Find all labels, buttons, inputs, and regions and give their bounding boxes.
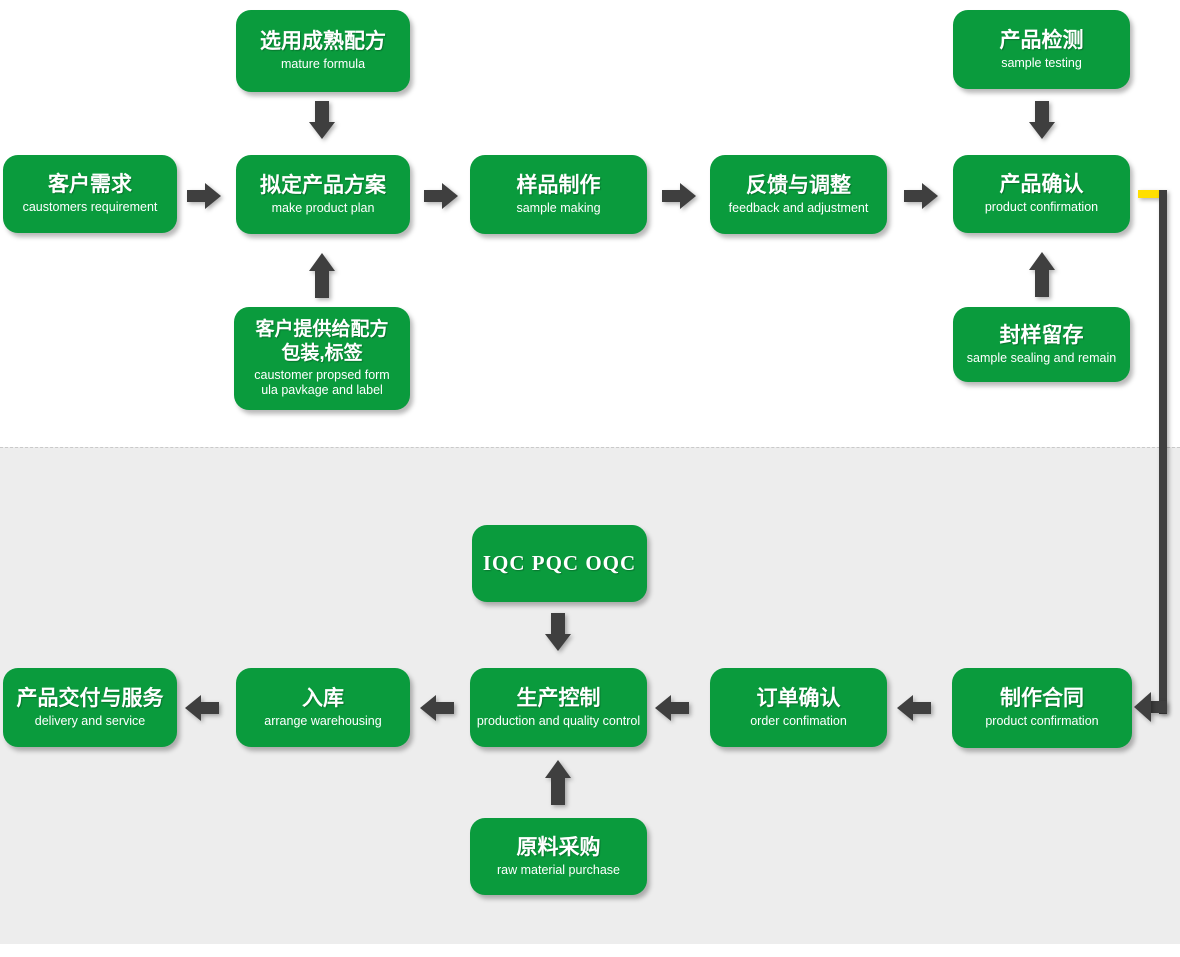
- node-title: 制作合同: [1000, 687, 1084, 711]
- node-make-contract: 制作合同 product confirmation: [952, 668, 1132, 748]
- node-title: 客户需求: [48, 173, 132, 197]
- node-title: 产品交付与服务: [16, 686, 164, 710]
- node-subtitle-line2: ula pavkage and label: [261, 383, 383, 398]
- node-sample-making: 样品制作 sample making: [470, 155, 647, 234]
- node-title-line2: 包装,标签: [281, 342, 363, 364]
- node-title: 产品检测: [999, 28, 1084, 52]
- node-customer-requirement: 客户需求 caustomers requirement: [3, 155, 177, 233]
- node-subtitle: feedback and adjustment: [728, 200, 869, 215]
- connector-yellow-segment: [1138, 190, 1159, 198]
- node-subtitle: raw material purchase: [497, 862, 620, 877]
- node-subtitle: make product plan: [271, 200, 375, 215]
- node-warehousing: 入库 arrange warehousing: [236, 668, 410, 747]
- node-title: IQC PQC OQC: [482, 551, 637, 575]
- node-subtitle: production and quality control: [476, 713, 641, 728]
- node-subtitle: product confirmation: [984, 200, 1099, 215]
- node-title-line1: 客户提供给配方: [255, 319, 389, 341]
- node-subtitle: delivery and service: [34, 713, 146, 728]
- node-title: 拟定产品方案: [260, 173, 386, 197]
- node-subtitle: sample making: [516, 200, 601, 215]
- node-subtitle: arrange warehousing: [264, 713, 382, 728]
- arrow-make-contract-to-order-confirmation: [897, 695, 931, 721]
- node-sample-sealing: 封样留存 sample sealing and remain: [953, 307, 1130, 382]
- node-subtitle: sample sealing and remain: [966, 350, 1117, 365]
- node-order-confirmation: 订单确认 order confimation: [710, 668, 887, 747]
- node-title: 反馈与调整: [746, 173, 851, 197]
- arrow-production-control-to-warehousing: [420, 695, 454, 721]
- node-title: 原料采购: [516, 835, 601, 859]
- node-make-product-plan: 拟定产品方案 make product plan: [236, 155, 410, 234]
- node-subtitle-line1: caustomer propsed form: [254, 367, 390, 382]
- node-sample-testing: 产品检测 sample testing: [953, 10, 1130, 89]
- node-production-control: 生产控制 production and quality control: [470, 668, 647, 747]
- arrow-warehousing-to-delivery-service: [185, 695, 219, 721]
- connector-vertical-line: [1159, 190, 1167, 714]
- arrow-mature-formula-to-make-product-plan: [309, 101, 335, 139]
- node-title: 订单确认: [756, 686, 841, 710]
- arrow-feedback-to-product-confirmation: [904, 183, 938, 209]
- node-mature-formula: 选用成熟配方 mature formula: [236, 10, 410, 92]
- node-subtitle: order confimation: [750, 713, 847, 728]
- arrow-sample-sealing-to-product-confirmation: [1029, 252, 1055, 297]
- arrow-sample-making-to-feedback: [662, 183, 696, 209]
- arrow-customer-requirement-to-make-product-plan: [187, 183, 221, 209]
- node-title: 入库: [302, 686, 344, 710]
- node-title: 产品确认: [999, 173, 1084, 197]
- node-iqc-pqc-oqc: IQC PQC OQC: [472, 525, 647, 602]
- node-subtitle: product confirmation: [985, 714, 1099, 729]
- arrow-iqc-to-production-control: [545, 613, 571, 651]
- node-subtitle: sample testing: [1001, 55, 1082, 70]
- connector-elbow-tail: [1150, 701, 1167, 713]
- arrow-sample-testing-to-product-confirmation: [1029, 101, 1055, 139]
- node-product-confirmation: 产品确认 product confirmation: [953, 155, 1130, 233]
- node-title: 选用成熟配方: [260, 30, 386, 54]
- node-raw-material: 原料采购 raw material purchase: [470, 818, 647, 895]
- node-customer-formula: 客户提供给配方 包装,标签 caustomer propsed form ula…: [234, 307, 410, 410]
- arrow-order-confirmation-to-production-control: [655, 695, 689, 721]
- arrow-raw-material-to-production-control: [545, 760, 571, 805]
- arrow-customer-formula-to-make-product-plan: [309, 253, 335, 298]
- node-title: 生产控制: [516, 686, 601, 710]
- node-title: 样品制作: [516, 173, 601, 197]
- node-delivery-service: 产品交付与服务 delivery and service: [3, 668, 177, 747]
- node-feedback-adjustment: 反馈与调整 feedback and adjustment: [710, 155, 887, 234]
- connector-arrowhead-left-icon: [1134, 692, 1151, 722]
- node-subtitle: mature formula: [280, 57, 366, 72]
- node-title: 封样留存: [999, 323, 1084, 347]
- arrow-make-product-plan-to-sample-making: [424, 183, 458, 209]
- node-subtitle: caustomers requirement: [22, 200, 158, 215]
